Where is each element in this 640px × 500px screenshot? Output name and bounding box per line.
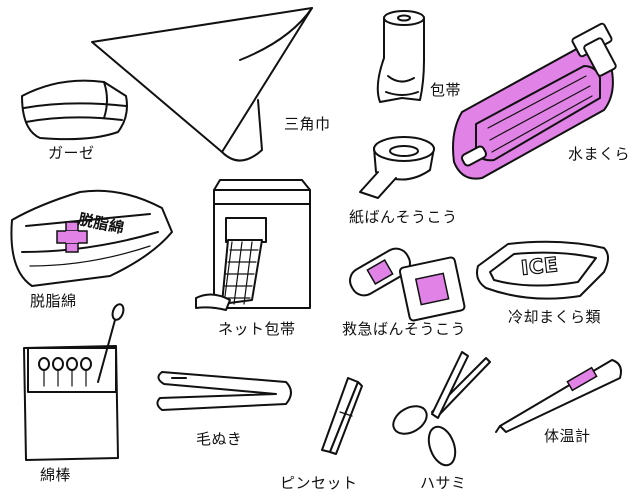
gauze-illustration <box>21 79 128 141</box>
thermometer-illustration <box>495 359 622 433</box>
label-scissors: ハサミ <box>420 474 467 492</box>
label-gauze: ガーゼ <box>48 144 95 162</box>
triangle-bandage-illustration <box>91 7 313 162</box>
label-net-bandage: ネット包帯 <box>218 320 296 338</box>
label-paper-tape: 紙ばんそうこう <box>349 208 458 226</box>
adhesive-bandage-illustration <box>349 247 466 322</box>
tweezers-illustration <box>321 377 363 455</box>
cotton-swab-illustration <box>23 303 125 461</box>
label-cooling-pillow: 冷却まくら類 <box>508 308 602 326</box>
hair-tweezers-illustration <box>156 371 292 411</box>
water-pillow-illustration <box>452 22 617 180</box>
label-tweezers: ピンセット <box>280 474 358 492</box>
label-cotton-swab: 綿棒 <box>40 466 72 484</box>
label-adhesive-bandage: 救急ばんそうこう <box>342 320 467 338</box>
label-water-pillow: 水まくら <box>568 145 631 163</box>
label-absorbent-cotton: 脱脂綿 <box>30 292 77 310</box>
label-thermometer: 体温計 <box>544 427 591 445</box>
net-bandage-illustration <box>195 179 311 311</box>
absorbent-cotton-illustration <box>10 189 173 287</box>
label-hair-tweezers: 毛ぬき <box>196 430 243 448</box>
paper-tape-illustration <box>359 136 435 199</box>
label-roll-bandage: 包帯 <box>430 81 462 99</box>
ice-pack-lettering: ICE <box>519 252 560 281</box>
scissors-illustration <box>392 351 491 467</box>
roll-bandage-illustration <box>376 10 425 103</box>
cooling-pillow-illustration <box>476 240 609 300</box>
label-triangle-bandage: 三角巾 <box>284 115 331 133</box>
